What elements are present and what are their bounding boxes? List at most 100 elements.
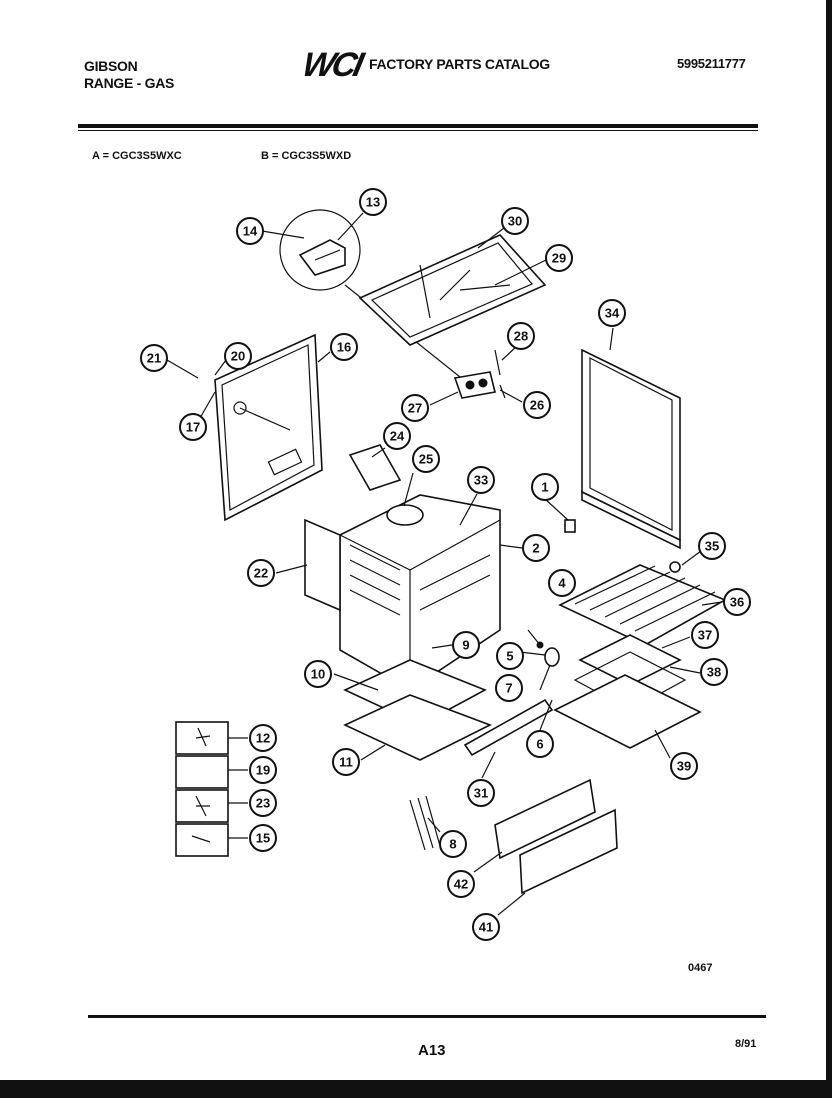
callout-2: 2 xyxy=(522,534,550,562)
brand-block: GIBSON RANGE - GAS xyxy=(84,58,174,92)
product-type: RANGE - GAS xyxy=(84,75,175,91)
svg-text:11: 11 xyxy=(339,755,353,770)
callout-36: 36 xyxy=(723,588,751,616)
callout-41: 4141 xyxy=(472,913,500,941)
svg-text:14: 14 xyxy=(243,224,258,239)
oven-bottom xyxy=(343,659,492,761)
callout-25: 25 xyxy=(412,445,440,473)
callout-26: 26 xyxy=(523,391,551,419)
callout-14: 14 xyxy=(236,217,264,245)
callout-17: 1717 xyxy=(179,413,207,441)
svg-text:42: 42 xyxy=(454,877,468,892)
svg-text:34: 34 xyxy=(605,306,620,321)
page-frame-right xyxy=(826,0,832,1098)
callout-23: 23 xyxy=(249,789,277,817)
svg-text:21: 21 xyxy=(147,351,161,366)
svg-text:22: 22 xyxy=(254,566,268,581)
svg-text:29: 29 xyxy=(552,251,566,266)
callout-6: 6 xyxy=(526,730,554,758)
revision-date: 8/91 xyxy=(735,1038,757,1050)
svg-text:16: 16 xyxy=(337,340,351,355)
callout-35: 35 xyxy=(698,532,726,560)
footer-rule xyxy=(88,1015,766,1018)
burner-box xyxy=(348,444,424,526)
svg-text:35: 35 xyxy=(705,539,719,554)
header-rule xyxy=(78,124,758,128)
page-frame-bottom xyxy=(0,1080,832,1098)
callout-12: 12 xyxy=(249,724,277,752)
model-a-label: A = CGC3S5WXC xyxy=(92,150,182,162)
svg-text:41: 41 xyxy=(479,920,493,935)
svg-text:1: 1 xyxy=(541,480,548,495)
callout-38: 38 xyxy=(700,658,728,686)
page-id: A13 xyxy=(418,1042,446,1059)
leader-lines xyxy=(166,212,723,916)
drawer-parts xyxy=(409,698,618,895)
figure-code: 0467 xyxy=(688,962,713,974)
svg-text:4: 4 xyxy=(558,576,566,591)
callout-11: 11 xyxy=(332,748,360,776)
callout-42: 42 xyxy=(447,870,475,898)
callout-28: 28 xyxy=(507,322,535,350)
svg-text:37: 37 xyxy=(698,628,712,643)
catalog-part-number: 5995211777 xyxy=(677,56,746,71)
callout-15: 15 xyxy=(249,824,277,852)
callout-4: 4 xyxy=(548,569,576,597)
svg-text:12: 12 xyxy=(256,731,270,746)
svg-text:25: 25 xyxy=(419,452,433,467)
svg-text:8: 8 xyxy=(449,837,456,852)
small-hardware xyxy=(519,519,681,691)
callout-22: 22 xyxy=(247,559,275,587)
svg-text:28: 28 xyxy=(514,329,528,344)
callout-20: 20 xyxy=(224,342,252,370)
parts-inset-boxes xyxy=(175,721,248,857)
catalog-title: FACTORY PARTS CATALOG xyxy=(369,56,550,72)
svg-text:20: 20 xyxy=(231,349,245,364)
svg-text:9: 9 xyxy=(462,638,469,653)
svg-text:17: 17 xyxy=(186,420,200,435)
callout-21: 21 xyxy=(140,344,168,372)
svg-text:7: 7 xyxy=(505,681,512,696)
svg-text:31: 31 xyxy=(474,786,488,801)
callout-9: 9 xyxy=(452,631,480,659)
svg-text:38: 38 xyxy=(707,665,721,680)
broiler-pans xyxy=(553,634,702,749)
callout-24: 24 xyxy=(383,422,411,450)
callout-13: 13 xyxy=(359,188,387,216)
svg-text:6: 6 xyxy=(536,737,543,752)
svg-text:36: 36 xyxy=(730,595,744,610)
callout-8: 8 xyxy=(439,830,467,858)
brand-name: GIBSON xyxy=(84,58,138,74)
callout-5: 5 xyxy=(496,642,524,670)
svg-text:33: 33 xyxy=(474,473,488,488)
model-b-label: B = CGC3S5WXD xyxy=(261,150,352,162)
oven-door-frame xyxy=(581,348,681,550)
callout-30: 30 xyxy=(501,207,529,235)
svg-text:30: 30 xyxy=(508,214,522,229)
svg-text:24: 24 xyxy=(390,429,405,444)
callout-29: 29 xyxy=(545,244,573,272)
callout-34: 34 xyxy=(598,299,626,327)
svg-text:39: 39 xyxy=(677,759,691,774)
svg-text:23: 23 xyxy=(256,796,270,811)
callout-37: 37 xyxy=(691,621,719,649)
svg-text:13: 13 xyxy=(366,195,380,210)
header-rule-thin xyxy=(78,130,758,131)
callout-27: 27 xyxy=(401,394,429,422)
callout-39: 39 xyxy=(670,752,698,780)
callout-31: 31 xyxy=(467,779,495,807)
callout-33: 33 xyxy=(467,466,495,494)
svg-text:27: 27 xyxy=(408,401,422,416)
callout-10: 10 xyxy=(304,660,332,688)
svg-text:15: 15 xyxy=(256,831,270,846)
burner-valve xyxy=(453,349,506,399)
svg-text:26: 26 xyxy=(530,398,544,413)
callout-7: 7 xyxy=(495,674,523,702)
cooktop xyxy=(358,234,547,346)
callout-19: 19 xyxy=(249,756,277,784)
callout-16: 16 xyxy=(330,333,358,361)
backguard-panel xyxy=(214,333,323,522)
callout-1: 1 xyxy=(531,473,559,501)
svg-text:10: 10 xyxy=(311,667,325,682)
